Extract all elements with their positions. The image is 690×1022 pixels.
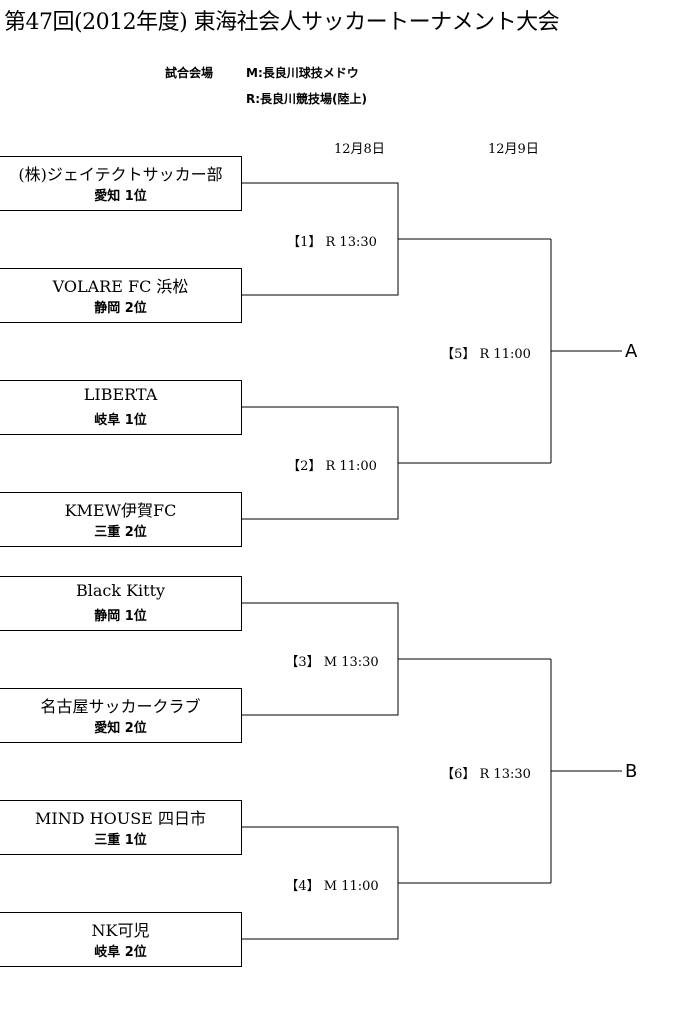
final-slot-b: B bbox=[625, 761, 638, 782]
team-box: MIND HOUSE 四日市三重 1位 bbox=[0, 800, 242, 855]
team-box: NK可児岐阜 2位 bbox=[0, 912, 242, 967]
venue-r: R:長良川競技場(陸上) bbox=[246, 92, 368, 106]
team-seed: 三重 2位 bbox=[94, 525, 147, 540]
team-name: Black Kitty bbox=[75, 581, 166, 600]
match-label: 【2】 R 11:00 bbox=[287, 459, 377, 474]
match-label: 【4】 M 11:00 bbox=[285, 879, 379, 894]
team-box: Black Kitty 静岡 1位 bbox=[0, 576, 242, 631]
venue-m: M:長良川球技メドウ bbox=[246, 66, 359, 80]
venue-label: 試合会場 bbox=[165, 66, 214, 80]
team-seed: 静岡 1位 bbox=[94, 609, 147, 624]
team-name: MIND HOUSE 四日市 bbox=[35, 809, 206, 828]
team-box: 名古屋サッカークラブ愛知 2位 bbox=[0, 688, 242, 743]
match-label: 【1】 R 13:30 bbox=[287, 235, 377, 250]
team-box: KMEW伊賀FC 三重 2位 bbox=[0, 492, 242, 547]
match-label: 【5】 R 11:00 bbox=[441, 347, 531, 362]
team-name: LIBERTA bbox=[83, 385, 158, 404]
team-name: KMEW伊賀FC bbox=[64, 501, 177, 520]
team-seed: 静岡 2位 bbox=[94, 301, 147, 316]
team-name: VOLARE FC 浜松 bbox=[52, 277, 189, 296]
team-seed: 愛知 1位 bbox=[94, 189, 147, 204]
team-box: LIBERTA 岐阜 1位 bbox=[0, 380, 242, 435]
team-name: NK可児 bbox=[91, 921, 150, 940]
page-title: 第47回(2012年度) 東海社会人サッカートーナメント大会 bbox=[4, 10, 560, 35]
team-box: VOLARE FC 浜松静岡 2位 bbox=[0, 268, 242, 323]
match-label: 【3】 M 13:30 bbox=[285, 655, 379, 670]
team-name: (株)ジェイテクトサッカー部 bbox=[18, 165, 223, 184]
date-day1: 12月8日 bbox=[334, 142, 385, 157]
date-day2: 12月9日 bbox=[488, 142, 539, 157]
team-seed: 岐阜 1位 bbox=[94, 413, 147, 428]
team-seed: 愛知 2位 bbox=[94, 721, 147, 736]
team-seed: 岐阜 2位 bbox=[94, 945, 147, 960]
team-box: (株)ジェイテクトサッカー部愛知 1位 bbox=[0, 156, 242, 211]
final-slot-a: A bbox=[625, 341, 638, 362]
match-label: 【6】 R 13:30 bbox=[441, 767, 531, 782]
team-seed: 三重 1位 bbox=[94, 833, 147, 848]
team-name: 名古屋サッカークラブ bbox=[40, 697, 201, 716]
